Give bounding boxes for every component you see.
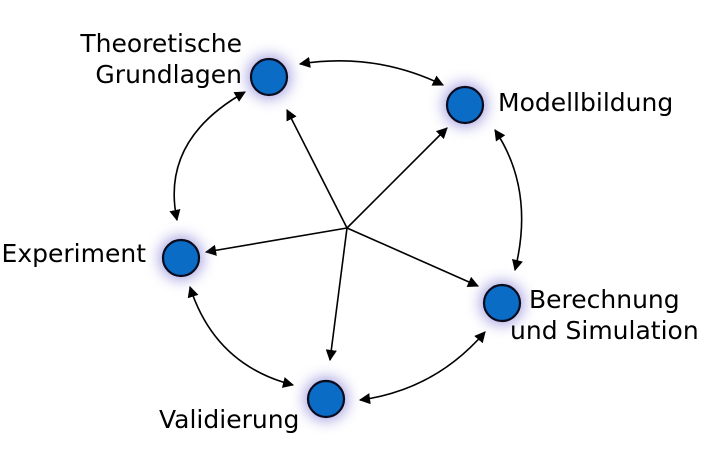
arrow-center-theorie [286, 109, 348, 229]
label-berechnung-line2: und Simulation [510, 316, 699, 345]
label-modell: Modellbildung [498, 87, 673, 118]
node-berechnung [482, 283, 522, 323]
node-theorie [249, 57, 289, 97]
arrow-theorie-modell [298, 56, 445, 86]
label-theorie-line1: Theoretische [80, 29, 242, 58]
arrow-center-modell [346, 127, 448, 229]
arrow-experiment-theorie [169, 91, 246, 222]
arrow-center-berechnung [346, 227, 480, 288]
label-theorie: Theoretische Grundlagen [80, 28, 242, 90]
arrow-center-experiment [204, 227, 348, 256]
arrow-validierung-experiment [187, 285, 295, 388]
label-experiment-line1: Experiment [1, 239, 146, 268]
node-modell [445, 85, 485, 125]
arrow-berechnung-validierung [358, 331, 486, 405]
node-experiment [161, 238, 201, 278]
node-validierung [306, 379, 346, 419]
arrow-center-validierung [325, 227, 348, 362]
arrow-modell-berechnung [494, 129, 523, 272]
label-validierung: Validierung [159, 404, 299, 435]
label-validierung-line1: Validierung [159, 405, 300, 434]
label-berechnung-line1: Berechnung [529, 285, 680, 314]
label-berechnung: Berechnung und Simulation [510, 284, 699, 346]
label-modell-line1: Modellbildung [498, 88, 674, 117]
label-theorie-line2: Grundlagen [95, 60, 242, 89]
label-experiment: Experiment [2, 238, 146, 269]
